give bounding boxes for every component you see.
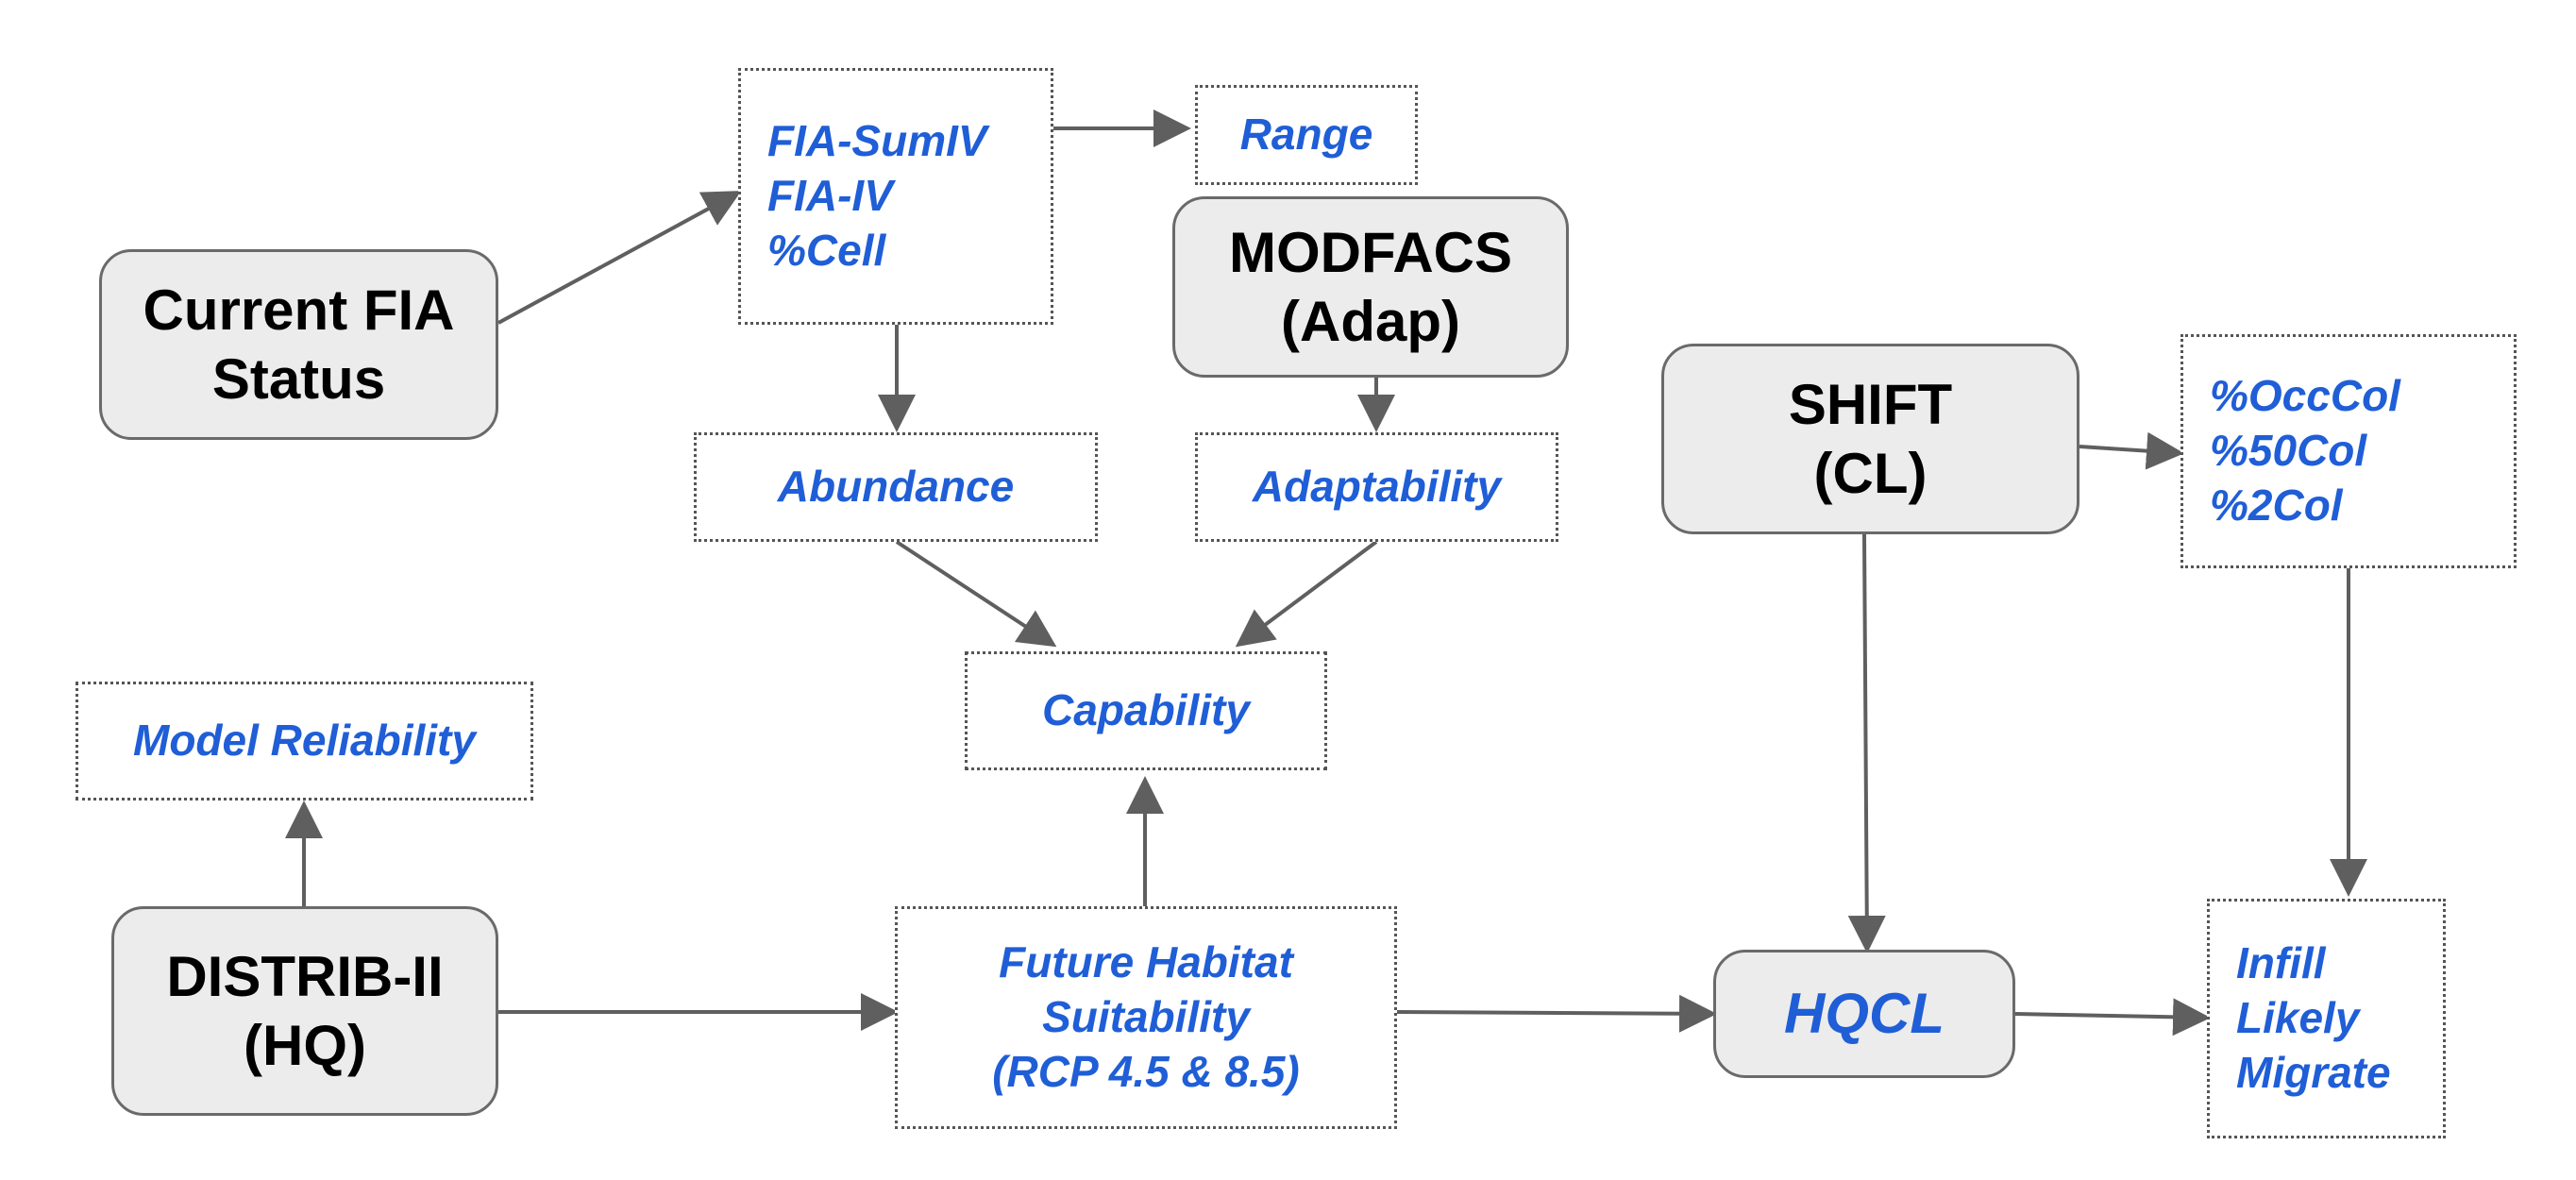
- pct-occcol-label: %OccCol: [2210, 371, 2400, 421]
- shift-box: SHIFT (CL): [1661, 344, 2079, 534]
- shift-label-line-1: SHIFT: [1788, 372, 1953, 436]
- abundance-label: Abundance: [777, 462, 1015, 512]
- model-reliability-box: Model Reliability: [76, 682, 533, 801]
- shift-label-line-2: (CL): [1813, 442, 1928, 505]
- capability-label: Capability: [1042, 685, 1250, 735]
- arrow-abundance-to-capability: [895, 540, 1057, 648]
- likely-label: Likely: [2236, 993, 2360, 1043]
- model-reliability-label: Model Reliability: [133, 716, 476, 766]
- fia-iv-label: FIA-IV: [767, 171, 893, 221]
- distrib-label-line-2: (HQ): [244, 1014, 366, 1077]
- abundance-box: Abundance: [694, 432, 1098, 542]
- future-habitat-box: Future Habitat Suitability (RCP 4.5 & 8.…: [895, 906, 1397, 1129]
- arrow-hqcl-to-migration: [2014, 998, 2211, 1037]
- distrib-label-line-1: DISTRIB-II: [166, 944, 444, 1008]
- current-fia-label-line-2: Status: [211, 347, 386, 411]
- shift-metrics-box: %OccCol %50Col %2Col: [2180, 334, 2517, 568]
- arrow-future-habitat-to-hqcl: [1396, 994, 1717, 1033]
- migrate-label: Migrate: [2236, 1047, 2391, 1097]
- distrib-ii-box: DISTRIB-II (HQ): [111, 906, 498, 1116]
- hqcl-label: HQCL: [1784, 982, 1945, 1046]
- range-box: Range: [1195, 85, 1418, 185]
- arrow-current-fia-to-fia-metrics: [497, 191, 742, 325]
- adaptability-label: Adaptability: [1252, 462, 1502, 512]
- migration-box: Infill Likely Migrate: [2207, 899, 2446, 1138]
- pct-cell-label: %Cell: [767, 225, 886, 275]
- arrow-adaptability-to-capability: [1235, 540, 1378, 648]
- modfacs-box: MODFACS (Adap): [1172, 196, 1569, 378]
- capability-box: Capability: [965, 651, 1327, 770]
- range-label: Range: [1239, 110, 1373, 160]
- future-habitat-line-2: Suitability: [1042, 992, 1250, 1042]
- fia-sumiv-label: FIA-SumIV: [767, 116, 987, 166]
- future-habitat-line-1: Future Habitat: [999, 937, 1293, 987]
- current-fia-status-box: Current FIA Status: [99, 249, 498, 440]
- arrow-shift-to-shift-metrics: [2079, 431, 2184, 470]
- current-fia-label-line-1: Current FIA: [143, 278, 455, 342]
- hqcl-box: HQCL: [1713, 950, 2015, 1078]
- adaptability-box: Adaptability: [1195, 432, 1558, 542]
- modfacs-label-line-2: (Adap): [1281, 290, 1460, 353]
- modfacs-label-line-1: MODFACS: [1229, 220, 1512, 284]
- infill-label: Infill: [2236, 938, 2326, 988]
- arrow-shift-to-hqcl: [1847, 533, 1886, 953]
- fia-metrics-box: FIA-SumIV FIA-IV %Cell: [738, 68, 1053, 325]
- pct-2col-label: %2Col: [2210, 480, 2343, 530]
- pct-50col-label: %50Col: [2210, 426, 2367, 476]
- future-habitat-line-3: (RCP 4.5 & 8.5): [992, 1046, 1300, 1096]
